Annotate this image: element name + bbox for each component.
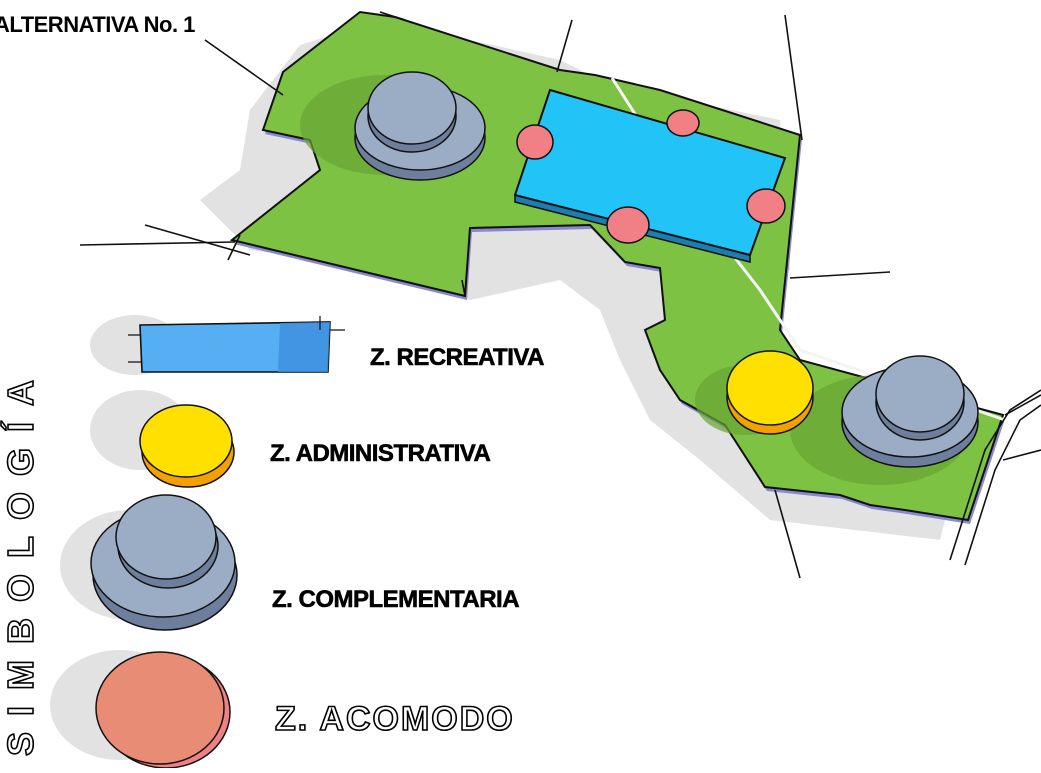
page-title: ALTERNATIVA No. 1 [0,12,195,37]
legend-label-recreativa: Z. RECREATIVA [370,344,545,372]
legend-label-administrativa: Z. ADMINISTRATIVA [270,440,491,468]
legend-label-acomodo: Z. ACOMODO [274,699,515,739]
legend-complementaria-swatch [90,494,238,631]
legend-vertical-title: SIMBOLOGÍA [0,355,42,765]
legend-acomodo-swatch [95,651,231,769]
complementary-disc-upper [354,71,486,181]
acomodo-markers [516,109,786,244]
legend-vertical-text: SIMBOLOGÍA [0,363,42,757]
context-lines [79,11,1041,579]
legend-recreativa-swatch [128,316,345,373]
administrative-disc [726,350,814,435]
legend-administrativa-swatch [139,404,235,488]
legend-label-complementaria: Z. COMPLEMENTARIA [272,586,520,614]
complementary-disc-lower [841,355,979,468]
